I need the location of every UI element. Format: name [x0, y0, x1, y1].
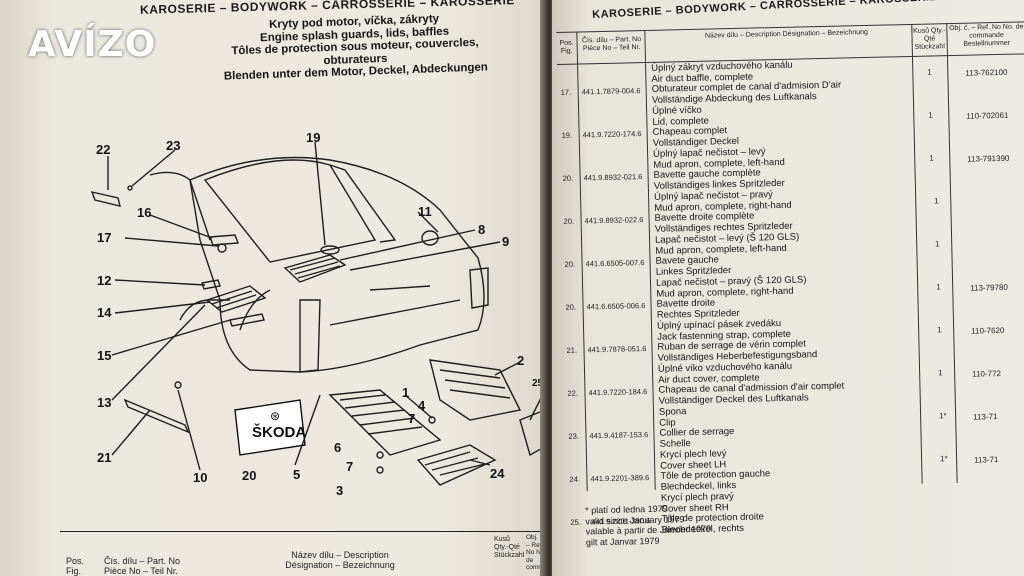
- row-pos: 20.: [565, 302, 577, 312]
- footer-col-desc: Název dílu – Description Désignation – B…: [285, 550, 395, 570]
- callout-11: 11: [418, 204, 432, 219]
- callout-10: 10: [193, 470, 208, 485]
- row-part-no: 441.1.7879-004.6: [581, 86, 641, 97]
- mud-flap-20: [234, 399, 306, 456]
- row-part-no: 441.9.7220-184.6: [588, 387, 648, 398]
- callout-21: 21: [97, 450, 112, 465]
- row-pos: 22.: [567, 388, 579, 398]
- callout-5: 5: [293, 467, 301, 482]
- callout-16: 16: [137, 205, 152, 220]
- callout-4: 4: [418, 398, 426, 413]
- row-part-no: 441.9.2201-389.6: [590, 473, 650, 484]
- row-ref-no: 113-79780: [970, 282, 1009, 293]
- row-part-no: 441.9.7220-174.6: [582, 129, 642, 140]
- footnote: * platí od ledna 1979 valid since Januar…: [585, 503, 711, 548]
- col-divider: [946, 23, 958, 484]
- callout-2: 2: [517, 353, 525, 368]
- row-pos: 17.: [560, 87, 572, 97]
- row-pos: 20.: [563, 216, 575, 226]
- callout-7: 7: [408, 411, 416, 426]
- row-qty: 1: [928, 110, 933, 120]
- callout-20: 20: [242, 468, 257, 483]
- callout-22: 22: [96, 142, 111, 157]
- row-qty: 1: [937, 325, 942, 335]
- right-catalog-page: KAROSERIE – BODYWORK – CARROSSERIE – KAR…: [552, 0, 1024, 576]
- callout-9: 9: [502, 234, 510, 249]
- row-qty: 1*: [939, 454, 948, 464]
- parts-table: Pos. Fig. Čís. dílu – Part. No Pièce No …: [556, 7, 1024, 547]
- row-ref-no: 110-7620: [971, 325, 1005, 336]
- callout-24: 24: [490, 466, 505, 481]
- row-qty: 1: [938, 368, 943, 378]
- col-divider: [911, 23, 923, 484]
- row-qty: 1: [936, 282, 941, 292]
- callout-19: 19: [306, 130, 321, 145]
- row-ref-no: 113-762100: [965, 67, 1008, 78]
- row-pos: 23.: [568, 431, 580, 441]
- row-ref-no: 113-791390: [967, 153, 1010, 164]
- callout-15: 15: [97, 348, 112, 363]
- row-qty: 1*: [939, 411, 947, 421]
- col-header-desc: Název dílu – Description Désignation – B…: [704, 28, 869, 40]
- row-qty: 1: [927, 67, 932, 77]
- row-pos: 24.: [569, 474, 581, 484]
- row-pos: 20.: [562, 173, 574, 183]
- row-ref-no: 110-772: [972, 368, 1002, 379]
- row-ref-no: 113-71: [974, 455, 999, 465]
- callout-13: 13: [97, 395, 112, 410]
- callout-14: 14: [97, 305, 112, 320]
- row-part-no: 441.9.8932-021.6: [583, 172, 643, 183]
- footer-col-ref: Obj. č. – Ref. No No. de commande Bestel…: [526, 534, 548, 570]
- row-part-no: 441.9.4187-153.6: [589, 430, 649, 441]
- row-pos: 25.: [570, 517, 581, 527]
- col-header-pos: Pos. Fig.: [559, 39, 574, 55]
- row-part-no: 441.6.6505-007.6: [585, 258, 645, 269]
- footer-col-part: Čís. dílu – Part. No Pièce No – Teil Nr.: [104, 556, 181, 576]
- left-footer-rule: [60, 531, 540, 532]
- callout-3: 3: [336, 483, 344, 498]
- footer-col-pos: Pos. Fig.: [66, 556, 85, 576]
- col-header-ref: Obj. č. – Ref. No No. de commande Bestel…: [949, 23, 1024, 48]
- row-part-no: 441.9.8932-022.6: [584, 215, 644, 226]
- callout-7b: 7: [346, 459, 354, 474]
- callout-8: 8: [478, 222, 486, 237]
- row-part-no: 441.6.6505-006.6: [586, 301, 646, 312]
- row-pos: 21.: [566, 345, 578, 355]
- row-qty: 1: [935, 239, 940, 249]
- row-qty: 1: [929, 153, 934, 163]
- callout-23: 23: [166, 138, 181, 153]
- left-catalog-page: KAROSERIE – BODYWORK – CARROSSERIE – KAR…: [0, 0, 548, 576]
- row-pos: 19.: [561, 130, 573, 140]
- callout-6: 6: [334, 440, 342, 455]
- row-pos: 20.: [564, 259, 576, 269]
- row-part-no: 441.9.7878-051.6: [587, 344, 647, 355]
- svg-text:⊛: ⊛: [270, 409, 280, 423]
- callout-1: 1: [402, 385, 410, 400]
- callout-12: 12: [97, 273, 112, 288]
- skoda-badge-text: ŠKODA: [252, 423, 306, 441]
- exploded-parts-diagram: ŠKODA ⊛: [90, 141, 548, 486]
- footer-col-qty: Kusů Qty.-Qté Stückzahl: [494, 536, 525, 559]
- col-header-qty: Kusů Qty.-Qté Stückzahl: [913, 27, 946, 51]
- col-header-part: Čís. dílu – Part. No Pièce No – Teil Nr.: [581, 36, 642, 53]
- callout-17: 17: [97, 230, 112, 245]
- car-body-outline: [189, 156, 485, 373]
- row-qty: 1: [934, 196, 939, 206]
- avizo-watermark-logo: AVÍZO: [28, 24, 157, 65]
- callout-25: 25: [532, 378, 544, 389]
- row-ref-no: 113-71: [973, 412, 998, 422]
- row-ref-no: 110-702061: [966, 110, 1009, 121]
